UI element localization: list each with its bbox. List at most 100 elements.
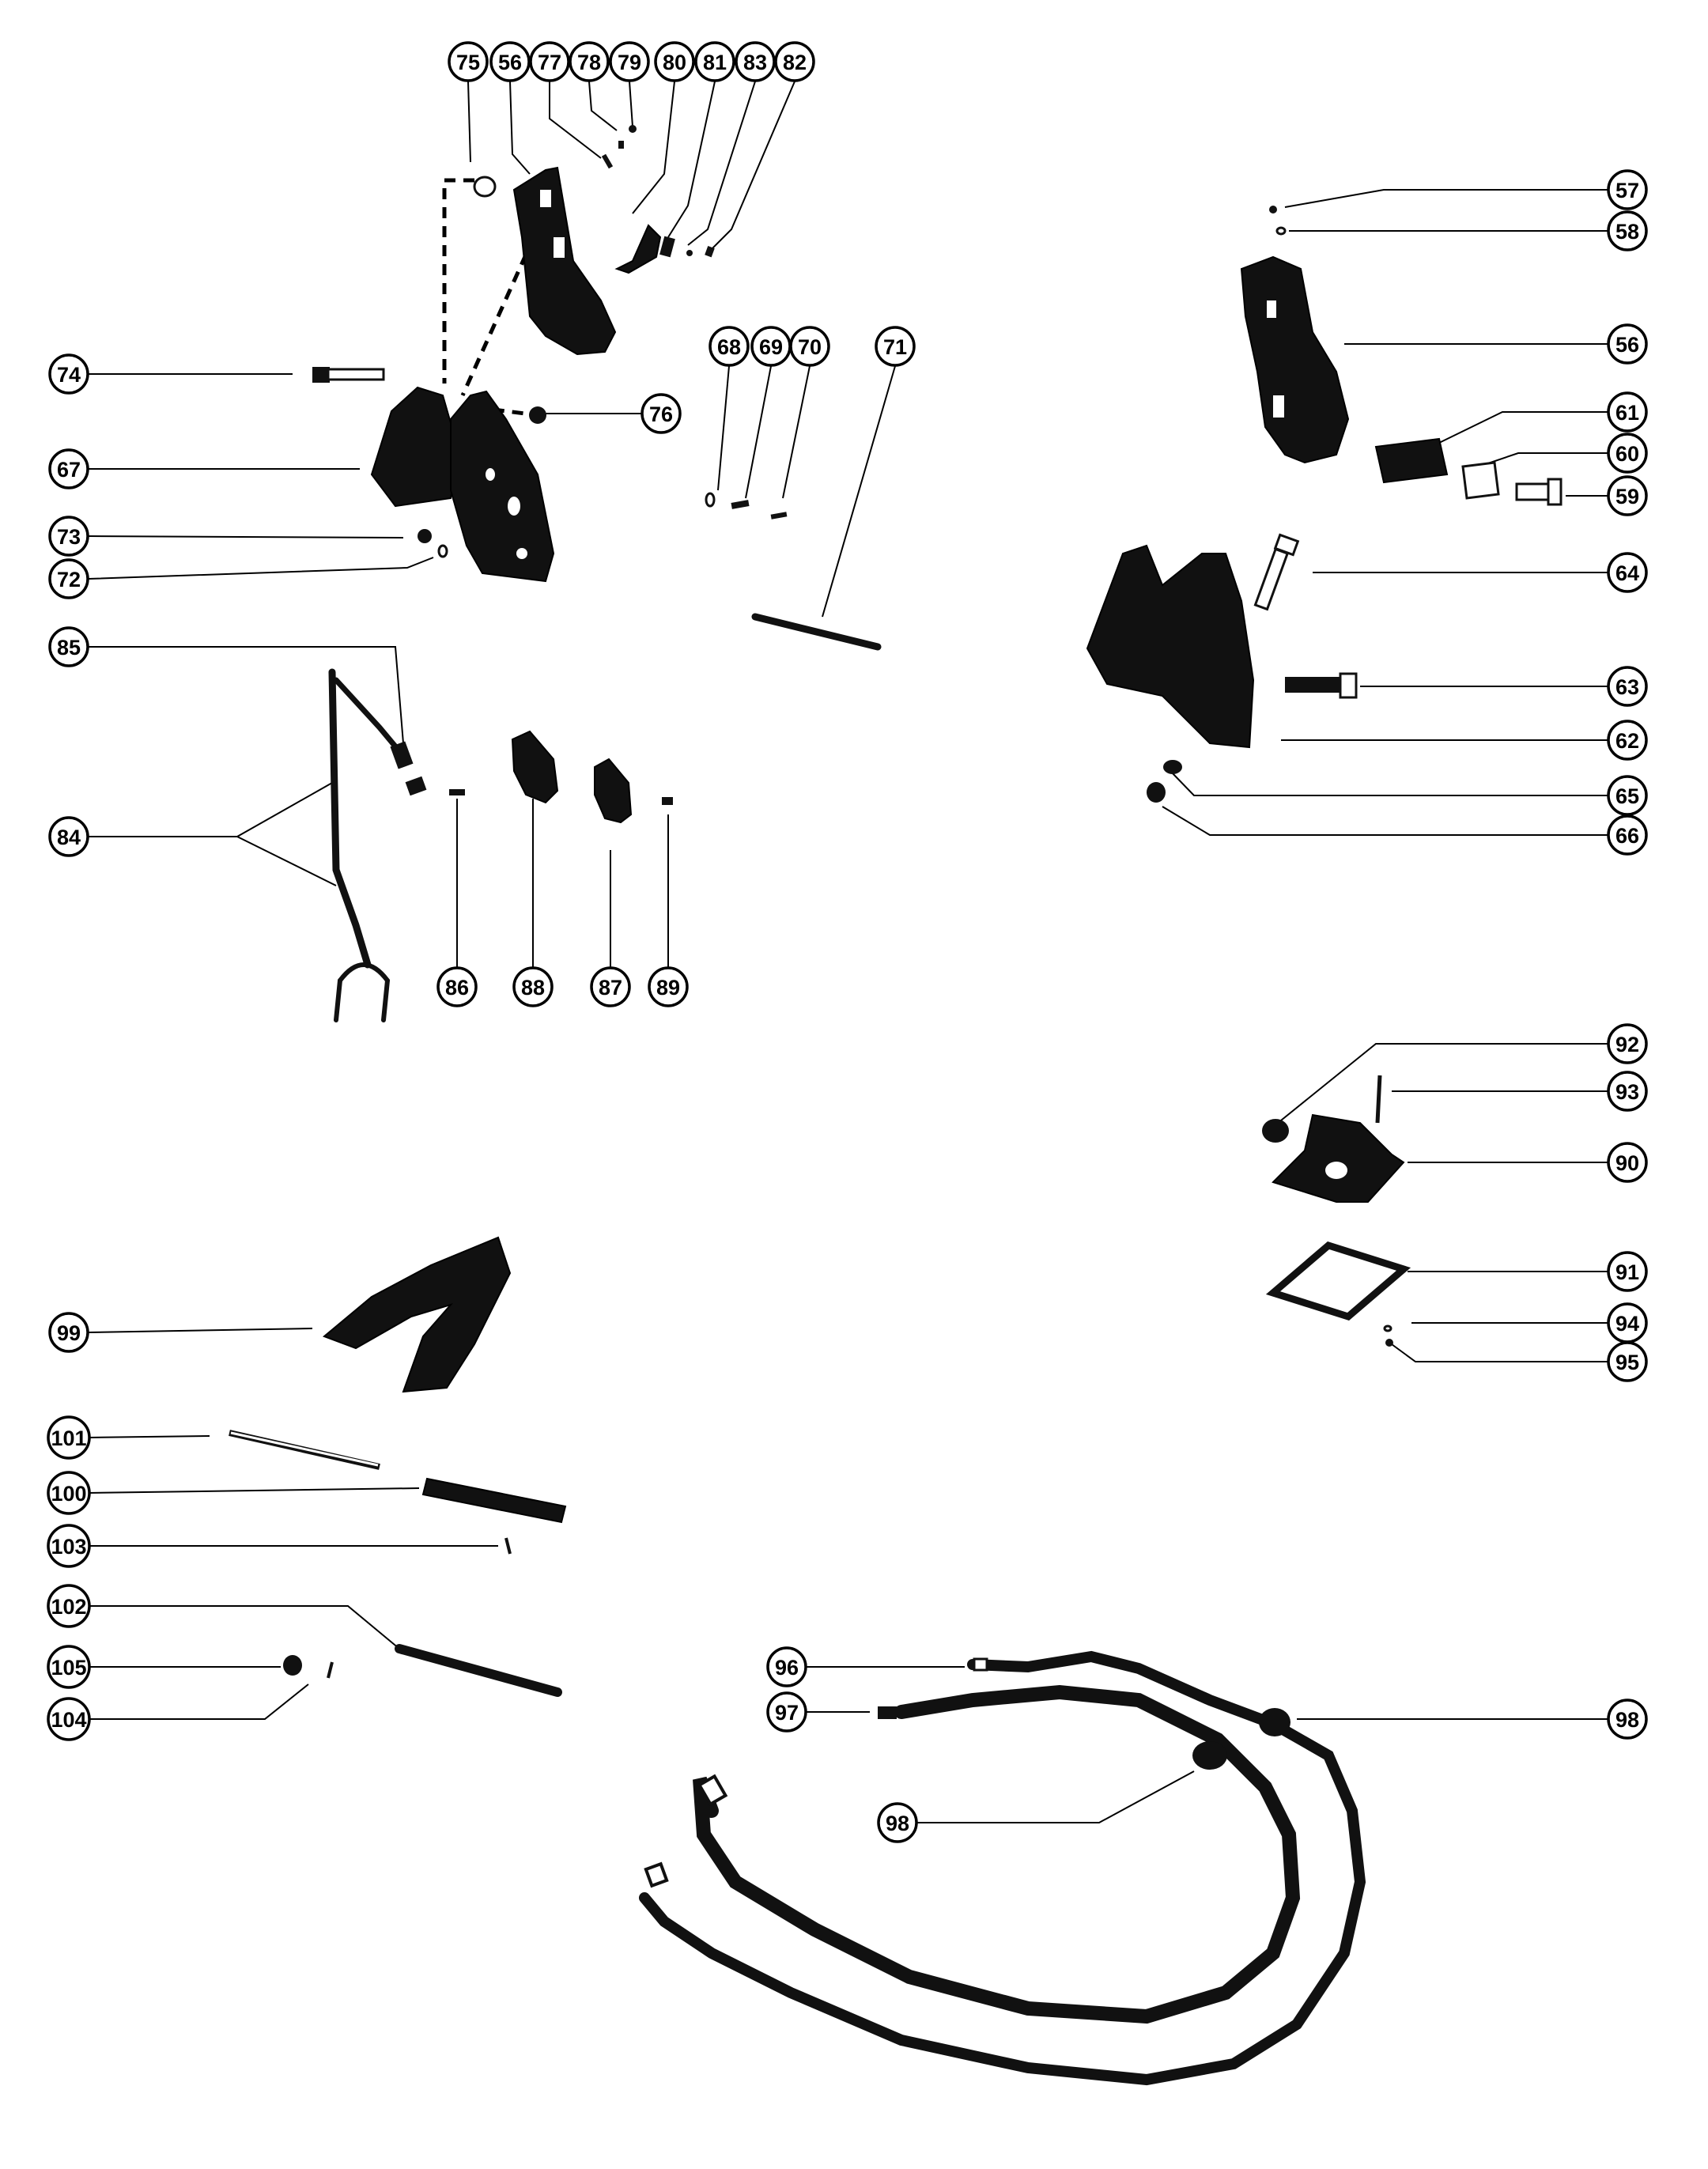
part-57-screw bbox=[1269, 206, 1277, 213]
callout-81: 81 bbox=[694, 41, 735, 82]
part-103-pin bbox=[504, 1537, 512, 1555]
part-67-bracket bbox=[370, 386, 555, 583]
part-63-bolt bbox=[1285, 672, 1358, 699]
part-102-rod bbox=[395, 1644, 562, 1697]
callout-88: 88 bbox=[512, 966, 554, 1007]
part-105-nut bbox=[283, 1655, 302, 1676]
part-64-bolt bbox=[1253, 533, 1300, 611]
callout-label: 71 bbox=[883, 335, 907, 359]
part-87-plate bbox=[594, 758, 633, 824]
callout-93: 93 bbox=[1607, 1071, 1648, 1112]
callout-circle bbox=[1607, 323, 1648, 365]
callout-circle bbox=[709, 326, 750, 367]
callout-label: 73 bbox=[57, 525, 81, 549]
callout-103: 103 bbox=[47, 1524, 91, 1568]
callout-circle bbox=[648, 966, 689, 1007]
part-88-plate bbox=[511, 730, 559, 804]
callout-63: 63 bbox=[1607, 666, 1648, 707]
callout-label: 93 bbox=[1615, 1080, 1639, 1104]
part-70-pin bbox=[770, 512, 788, 520]
callout-circle bbox=[1607, 1251, 1648, 1292]
callout-circle bbox=[48, 626, 89, 667]
callout-circle bbox=[512, 966, 554, 1007]
callout-circle bbox=[1607, 1071, 1648, 1112]
callout-label: 60 bbox=[1615, 442, 1639, 466]
callout-circle bbox=[48, 448, 89, 489]
callout-label: 69 bbox=[759, 335, 783, 359]
callout-label: 82 bbox=[783, 51, 807, 74]
callout-label: 64 bbox=[1615, 561, 1639, 585]
callout-circle bbox=[489, 41, 531, 82]
callout-label: 98 bbox=[886, 1812, 909, 1835]
callout-circle bbox=[47, 1645, 91, 1689]
part-101-highlight bbox=[230, 1431, 379, 1467]
callout-74: 74 bbox=[48, 353, 89, 395]
callout-circle bbox=[48, 353, 89, 395]
callout-circle bbox=[1607, 433, 1648, 474]
part-56-housing-right bbox=[1240, 255, 1350, 464]
callout-circle bbox=[1607, 1142, 1648, 1183]
callout-85: 85 bbox=[48, 626, 89, 667]
part-68-ring bbox=[705, 492, 716, 508]
part-82-screw bbox=[705, 245, 715, 258]
callout-circle bbox=[1607, 666, 1648, 707]
part-93-screw bbox=[1375, 1075, 1382, 1124]
callout-label: 84 bbox=[57, 826, 81, 849]
callout-79: 79 bbox=[609, 41, 650, 82]
callout-72: 72 bbox=[48, 558, 89, 599]
callout-circle bbox=[47, 1584, 91, 1628]
callout-75: 75 bbox=[448, 41, 489, 82]
callout-102: 102 bbox=[47, 1584, 91, 1628]
callout-circle bbox=[1607, 720, 1648, 761]
part-92-cap bbox=[1262, 1119, 1289, 1143]
callout-circle bbox=[590, 966, 631, 1007]
callout-circle bbox=[640, 393, 682, 434]
callout-circle bbox=[1607, 1699, 1648, 1740]
callout-circle bbox=[1607, 1341, 1648, 1382]
part-69-screw bbox=[731, 500, 750, 509]
callout-circle bbox=[47, 1471, 91, 1515]
callout-77: 77 bbox=[529, 41, 570, 82]
part-58-washer bbox=[1275, 226, 1287, 236]
part-71-rod bbox=[751, 613, 882, 651]
callout-circle bbox=[47, 1415, 91, 1460]
callout-label: 85 bbox=[57, 636, 81, 659]
callout-label: 97 bbox=[775, 1701, 799, 1725]
callout-circle bbox=[1607, 391, 1648, 433]
callout-circle bbox=[877, 1802, 918, 1843]
callout-label: 74 bbox=[57, 363, 81, 387]
callout-label: 100 bbox=[51, 1482, 86, 1506]
part-79-ball bbox=[629, 125, 637, 133]
callout-label: 94 bbox=[1615, 1312, 1639, 1336]
callout-69: 69 bbox=[750, 326, 792, 367]
callout-circle bbox=[529, 41, 570, 82]
callout-label: 72 bbox=[57, 568, 81, 591]
callout-label: 63 bbox=[1615, 675, 1639, 699]
callout-circle bbox=[1607, 475, 1648, 516]
callout-circle bbox=[448, 41, 489, 82]
part-91-gasket bbox=[1265, 1241, 1411, 1321]
callout-label: 65 bbox=[1615, 784, 1639, 808]
callout-label: 86 bbox=[445, 976, 469, 999]
callout-label: 96 bbox=[775, 1656, 799, 1680]
callout-label: 77 bbox=[538, 51, 561, 74]
part-56-housing-top bbox=[512, 166, 617, 356]
callout-circle bbox=[1607, 1023, 1648, 1064]
callout-label: 103 bbox=[51, 1535, 86, 1559]
part-74-bolt bbox=[312, 367, 385, 383]
callout-label: 105 bbox=[51, 1656, 86, 1680]
part-75-ring bbox=[473, 176, 497, 198]
part-61-sleeve bbox=[1374, 437, 1449, 484]
callout-68: 68 bbox=[709, 326, 750, 367]
callout-circle bbox=[875, 326, 916, 367]
callout-label: 95 bbox=[1615, 1351, 1639, 1374]
callout-label: 56 bbox=[1615, 333, 1639, 357]
callout-label: 62 bbox=[1615, 729, 1639, 753]
callout-circle bbox=[47, 1697, 91, 1741]
part-81-clip bbox=[659, 236, 675, 258]
callout-circle bbox=[47, 1524, 91, 1568]
callout-circle bbox=[766, 1691, 807, 1733]
part-94-washer bbox=[1383, 1324, 1392, 1332]
